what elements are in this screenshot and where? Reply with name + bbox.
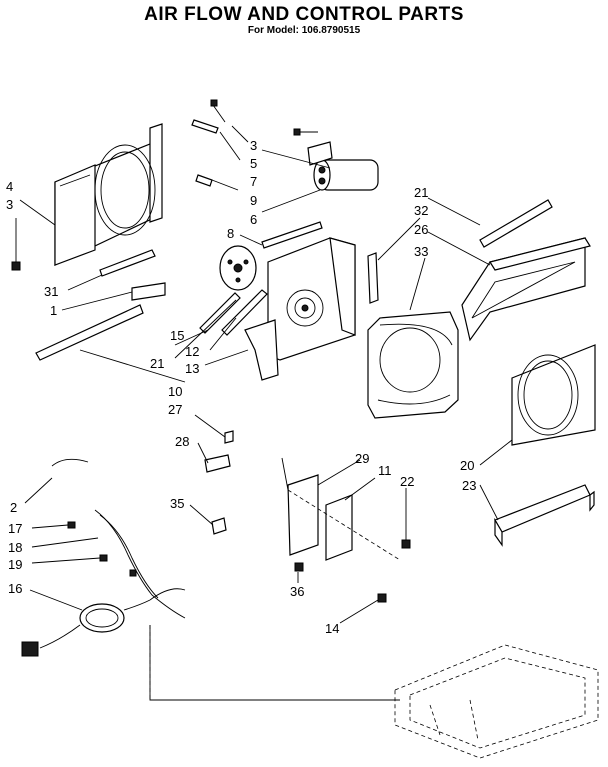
leader-lines [19, 125, 513, 624]
clip-9 [195, 174, 213, 187]
screw-3-top [210, 99, 226, 123]
wire-harness [51, 458, 186, 619]
callout-33: 33 [414, 244, 428, 259]
callout-3-top: 3 [250, 138, 257, 153]
callout-17: 17 [8, 521, 22, 536]
callout-19: 19 [8, 557, 22, 572]
callout-23: 23 [462, 478, 476, 493]
callout-36: 36 [290, 584, 304, 599]
shroud-26 [461, 237, 591, 342]
callout-26: 26 [414, 222, 428, 237]
bar-8 [261, 221, 323, 249]
callout-1: 1 [50, 303, 57, 318]
callout-27: 27 [168, 402, 182, 417]
model-subtitle: For Model: 106.8790515 [247, 25, 361, 36]
callout-13: 13 [185, 361, 199, 376]
part-35 [211, 517, 227, 535]
callout-labels: 3 5 7 9 6 4 3 31 1 8 21 32 26 33 15 21 1… [6, 138, 476, 636]
bracket-13 [244, 319, 279, 381]
strip-12 [221, 289, 268, 336]
fan-motor-plate [267, 237, 356, 361]
callout-10: 10 [168, 384, 182, 399]
callout-21-left: 21 [150, 356, 164, 371]
callout-2: 2 [10, 500, 17, 515]
bar-21-right [479, 199, 553, 248]
callout-5: 5 [250, 156, 257, 171]
callout-21-right: 21 [414, 185, 428, 200]
strip-32 [367, 252, 379, 304]
callout-15: 15 [170, 328, 184, 343]
callout-12: 12 [185, 344, 199, 359]
callout-7: 7 [250, 174, 257, 189]
screw-22 [401, 539, 411, 549]
orifice-20 [511, 344, 596, 446]
block-1 [131, 282, 166, 301]
callout-14: 14 [325, 621, 339, 636]
power-cord [21, 599, 400, 701]
scroll-housing [367, 311, 459, 419]
callout-9: 9 [250, 193, 257, 208]
switch-28 [204, 454, 231, 473]
rail-23 [494, 484, 595, 547]
callout-32: 32 [414, 203, 428, 218]
bracket-5 [191, 119, 219, 134]
base-pan-dashed [394, 644, 599, 759]
callout-35: 35 [170, 496, 184, 511]
page-title: AIR FLOW AND CONTROL PARTS [144, 4, 464, 25]
screw-36 [294, 562, 304, 572]
callout-4: 4 [6, 179, 13, 194]
callout-11: 11 [378, 463, 392, 478]
callout-22: 22 [400, 474, 414, 489]
callout-28: 28 [175, 434, 189, 449]
screw-14 [377, 593, 387, 603]
orifice-panel [54, 123, 163, 266]
part-27 [224, 430, 234, 444]
callout-29: 29 [355, 451, 369, 466]
callout-6: 6 [250, 212, 257, 227]
callout-20: 20 [460, 458, 474, 473]
callout-8: 8 [227, 226, 234, 241]
callout-18: 18 [8, 540, 22, 555]
callout-16: 16 [8, 581, 22, 596]
control-bracket [281, 457, 401, 561]
bar-10 [35, 304, 144, 361]
callout-3-left: 3 [6, 197, 13, 212]
bar-31 [99, 249, 156, 277]
capacitor [293, 128, 379, 191]
screw-3-left [11, 218, 21, 271]
callout-31: 31 [44, 284, 58, 299]
disc-15 [219, 245, 257, 291]
